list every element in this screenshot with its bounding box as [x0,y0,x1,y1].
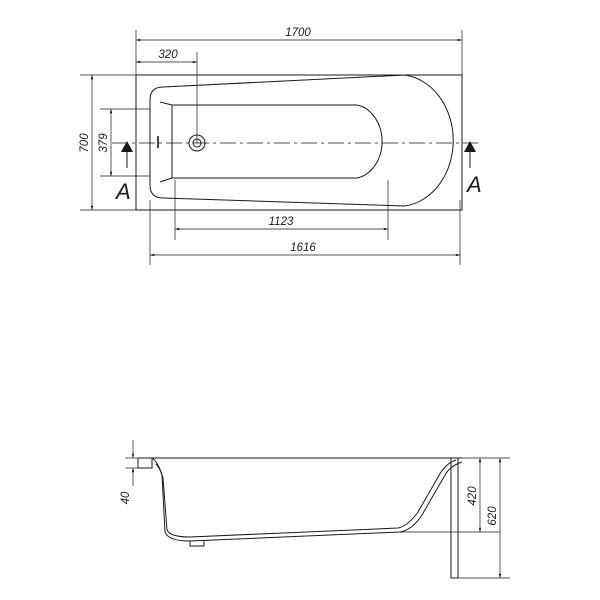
dimension-overall-width: 700 [79,74,136,211]
dim-label-320: 320 [158,49,178,61]
dim-label-700: 700 [79,133,91,153]
tub-inner-outline [149,74,454,207]
dimension-drain-center: 379 [98,108,150,177]
drain-outlet [189,541,205,547]
dim-label-1123: 1123 [269,216,294,228]
dim-label-1700: 1700 [285,27,311,39]
section-marker-right: A [464,141,482,197]
section-label-left: A [114,179,131,204]
rim-left-lip [137,458,153,469]
section-marker-left: A [114,141,133,204]
top-view: A A 1700 320 700 [79,27,482,265]
dim-label-1616: 1616 [290,242,316,254]
support-panel [450,457,459,579]
dim-label-379: 379 [98,133,110,153]
dimension-inner-bottom: 1123 [174,180,389,240]
dimension-total-height: 620 [458,458,510,579]
dimension-overall-length: 1700 [135,27,463,75]
tub-side-inner [155,459,457,538]
dimension-inner-length: 1616 [149,200,461,265]
dimension-inner-depth: 420 [400,457,510,533]
dimension-drain-offset: 320 [136,49,198,143]
tub-side-outer [151,457,463,542]
dim-label-40: 40 [120,491,132,504]
side-view: 40 420 620 [120,440,510,579]
tub-outer-outline [135,74,463,211]
tub-bottom-recess [159,101,383,183]
dim-label-620: 620 [487,506,499,526]
section-label-right: A [465,172,482,197]
dim-label-420: 420 [467,486,479,506]
dimension-rim-height: 40 [120,440,138,504]
